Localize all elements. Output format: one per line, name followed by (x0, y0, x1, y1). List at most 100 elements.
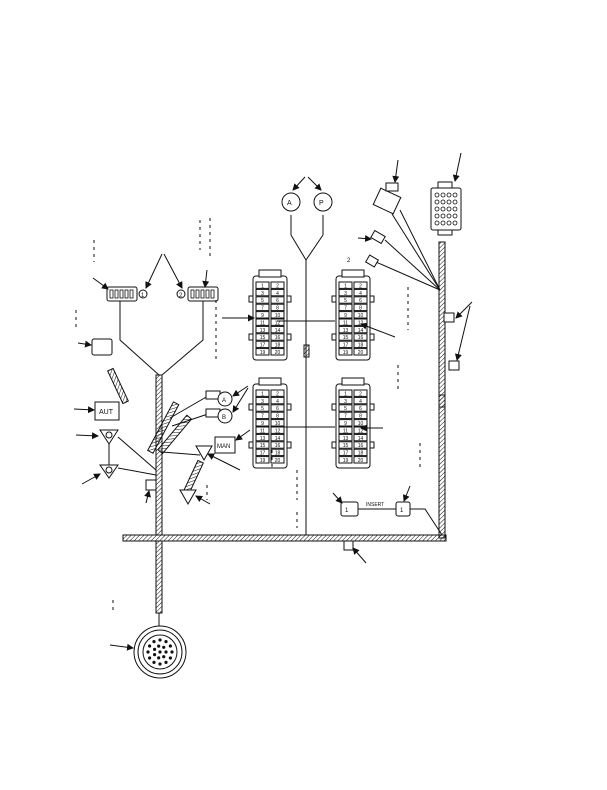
terminal-cell (270, 340, 285, 349)
terminal-cell (270, 325, 285, 334)
terminal-number: 4 (359, 399, 362, 405)
terminal-cell (338, 389, 353, 397)
terminal-number: 10 (275, 421, 281, 427)
ring-label-right: P (319, 200, 324, 207)
terminal-cell (353, 396, 368, 405)
terminal-number: 15 (343, 335, 349, 341)
terminal-number: 4 (276, 291, 279, 297)
terminal-number: 2 (276, 283, 279, 289)
terminal-number: 11 (343, 428, 348, 434)
terminal-number: 3 (261, 399, 264, 405)
terminal-cell (353, 404, 368, 412)
terminal-cell (353, 311, 368, 319)
terminal-number: 20 (275, 350, 281, 356)
terminal-cell (353, 433, 368, 442)
terminal-number: 17 (260, 451, 266, 457)
terminal-number: 5 (344, 298, 347, 304)
terminal-cell (255, 348, 270, 356)
connector-pin (158, 638, 162, 642)
terminal-cell (270, 303, 285, 312)
terminal-number: 6 (276, 406, 279, 412)
terminal-cell (270, 419, 285, 427)
module-pin (446, 192, 452, 198)
plug-pin (195, 289, 200, 299)
terminal-number: 8 (276, 414, 279, 420)
terminal-number: 15 (260, 335, 266, 341)
terminal-cell (338, 448, 353, 457)
module-pin (434, 220, 440, 226)
connector-pin (152, 660, 156, 664)
terminal-cell (270, 348, 285, 356)
terminal-cell (270, 318, 285, 326)
terminal-cell (338, 419, 353, 427)
terminal-number: 4 (359, 291, 362, 297)
terminal-cell (338, 404, 353, 412)
plug-pin (190, 289, 195, 299)
terminal-number: 2 (276, 391, 279, 397)
connector-pin (164, 650, 168, 654)
plug-label-left: 1 (345, 508, 349, 514)
ring-label-mid-bottom: B (222, 415, 226, 421)
terminal-number: 13 (260, 436, 266, 442)
ring-label-left: A (287, 200, 292, 207)
terminal-cell (338, 325, 353, 334)
terminal-cell (255, 325, 270, 334)
terminal-number: 6 (359, 298, 362, 304)
terminal-number: 3 (344, 291, 347, 297)
connector-pin (164, 660, 168, 664)
connector-pin (168, 644, 172, 648)
terminal-cell (338, 426, 353, 434)
terminal-number: 14 (275, 328, 281, 334)
terminal-cell (338, 333, 353, 341)
terminal-number: 6 (276, 298, 279, 304)
circle-label-left: 1 (141, 293, 145, 299)
terminal-number: 20 (358, 350, 364, 356)
ring-label-mid-top: A (222, 398, 226, 404)
terminal-cell (353, 281, 368, 289)
module-pin (452, 220, 458, 226)
left-side-components: AUT (73, 338, 157, 504)
terminal-cell (338, 456, 353, 464)
terminal-cell (270, 396, 285, 405)
terminal-number: 3 (344, 399, 347, 405)
module-pin (434, 199, 440, 205)
terminal-cell (338, 441, 353, 449)
terminal-cell (353, 441, 368, 449)
terminal-cell (353, 389, 368, 397)
terminal-cell (270, 404, 285, 412)
connector-pin (157, 644, 161, 648)
terminal-number: 1 (344, 283, 347, 289)
connector-pin (148, 656, 152, 660)
round-circular-connector (133, 613, 187, 679)
terminal-cell (270, 296, 285, 304)
terminal-number: 13 (343, 436, 349, 442)
insert-assembly: 1 1 INSERT (109, 485, 443, 651)
plug-label-right: 1 (400, 508, 404, 514)
terminal-number: 9 (261, 313, 264, 319)
terminal-number: 16 (358, 443, 364, 449)
terminal-number: 2 (359, 283, 362, 289)
terminal-number: 12 (275, 428, 281, 434)
terminal-number: 1 (261, 283, 264, 289)
connector-pin (162, 655, 166, 659)
callout-ticks (75, 218, 421, 612)
module-pin (446, 199, 452, 205)
module-pin (434, 206, 440, 212)
terminal-number: 12 (275, 320, 281, 326)
terminal-number: 19 (343, 458, 349, 464)
terminal-cell (270, 311, 285, 319)
terminal-cell (255, 389, 270, 397)
terminal-number: 7 (344, 306, 347, 312)
terminal-number: 5 (344, 406, 347, 412)
terminal-number: 8 (276, 306, 279, 312)
terminal-number: 5 (261, 406, 264, 412)
terminal-cell (255, 288, 270, 297)
terminal-cell (353, 411, 368, 420)
terminal-cell (270, 389, 285, 397)
terminal-cell (255, 340, 270, 349)
terminal-cell (353, 333, 368, 341)
module-pin (440, 213, 446, 219)
plug-pin (114, 289, 119, 299)
terminal-cell (255, 441, 270, 449)
